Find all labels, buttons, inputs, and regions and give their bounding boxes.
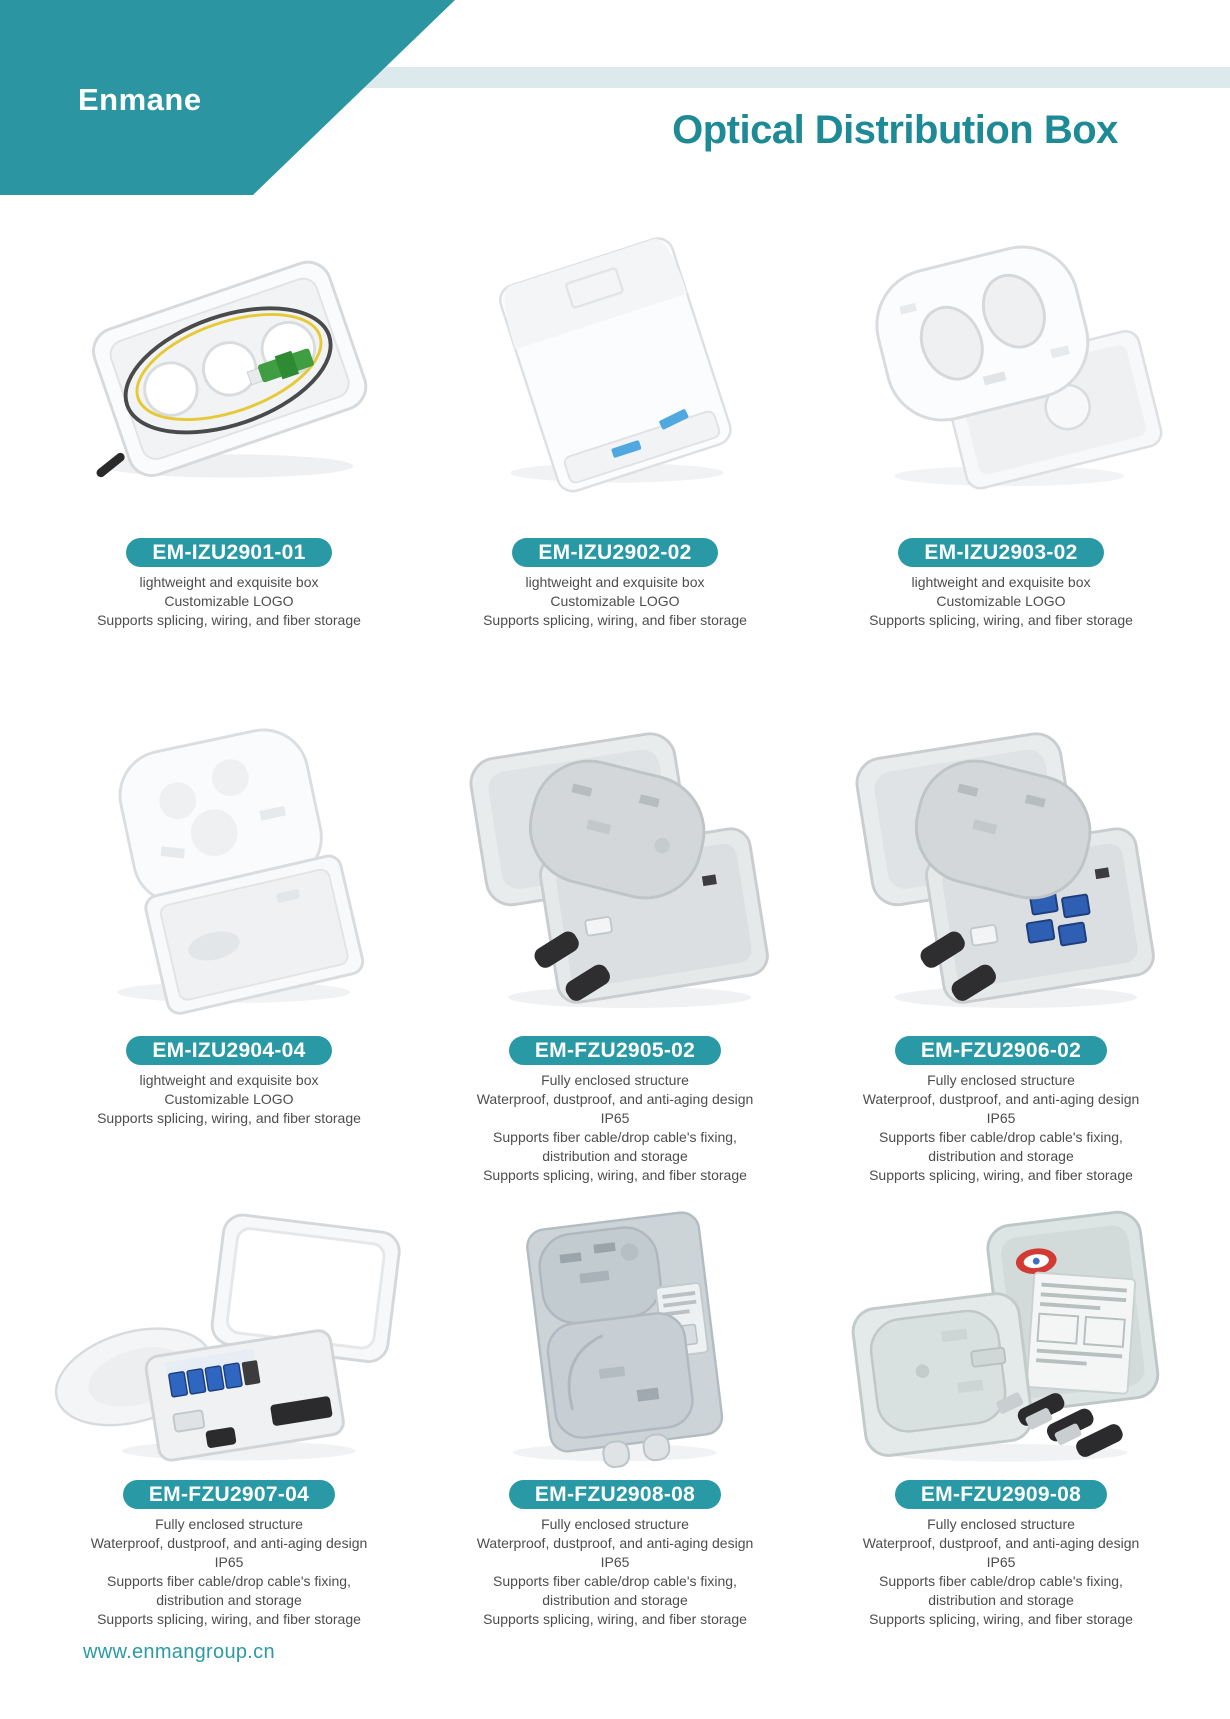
product-card: EM-IZU2901-01 lightweight and exquisite … [36, 195, 422, 699]
product-row-3: EM-FZU2907-04 Fully enclosed structure W… [0, 1197, 1230, 1641]
product-description: lightweight and exquisite box Customizab… [483, 574, 747, 628]
model-badge: EM-FZU2908-08 [508, 1480, 722, 1509]
product-description: lightweight and exquisite box Customizab… [97, 574, 361, 628]
page-title: Optical Distribution Box [672, 108, 1118, 152]
model-badge: EM-IZU2904-04 [126, 1036, 332, 1065]
product-description: lightweight and exquisite box Customizab… [869, 574, 1133, 628]
header-ribbon [289, 67, 1230, 88]
product-photo-em-izu2902-02 [422, 195, 808, 538]
product-description: Fully enclosed structure Waterproof, dus… [476, 1516, 754, 1627]
product-photo-em-izu2901-01 [36, 195, 422, 538]
product-card: EM-FZU2905-02 Fully enclosed structure W… [422, 699, 808, 1197]
page-header: Enmane Optical Distribution Box [0, 0, 1230, 195]
product-photo-em-fzu2906-02 [808, 699, 1194, 1036]
product-photo-em-fzu2907-04 [36, 1197, 422, 1480]
product-description: Fully enclosed structure Waterproof, dus… [476, 1072, 754, 1183]
model-badge: EM-IZU2903-02 [898, 538, 1104, 567]
model-badge: EM-FZU2909-08 [894, 1480, 1108, 1509]
product-card: EM-IZU2902-02 lightweight and exquisite … [422, 195, 808, 699]
product-description: Fully enclosed structure Waterproof, dus… [90, 1516, 368, 1627]
product-card: EM-FZU2908-08 Fully enclosed structure W… [422, 1197, 808, 1641]
product-photo-em-fzu2908-08 [422, 1197, 808, 1480]
product-card: EM-FZU2907-04 Fully enclosed structure W… [36, 1197, 422, 1641]
product-card: EM-IZU2904-04 lightweight and exquisite … [36, 699, 422, 1197]
product-description: Fully enclosed structure Waterproof, dus… [862, 1516, 1140, 1627]
product-row-1: EM-IZU2901-01 lightweight and exquisite … [0, 195, 1230, 699]
product-photo-em-fzu2909-08 [808, 1197, 1194, 1480]
product-photo-em-izu2903-02 [808, 195, 1194, 538]
model-badge: EM-IZU2901-01 [126, 538, 332, 567]
product-card: EM-FZU2906-02 Fully enclosed structure W… [808, 699, 1194, 1197]
product-row-2: EM-IZU2904-04 lightweight and exquisite … [0, 699, 1230, 1197]
product-description: Fully enclosed structure Waterproof, dus… [862, 1072, 1140, 1183]
product-description: lightweight and exquisite box Customizab… [97, 1072, 361, 1126]
footer-website-link[interactable]: www.enmangroup.cn [83, 1641, 275, 1663]
product-card: EM-FZU2909-08 Fully enclosed structure W… [808, 1197, 1194, 1641]
model-badge: EM-IZU2902-02 [512, 538, 718, 567]
brand-logo: Enmane [78, 82, 202, 117]
model-badge: EM-FZU2905-02 [508, 1036, 722, 1065]
model-badge: EM-FZU2907-04 [122, 1480, 336, 1509]
model-badge: EM-FZU2906-02 [894, 1036, 1108, 1065]
product-photo-em-fzu2905-02 [422, 699, 808, 1036]
product-photo-em-izu2904-04 [36, 699, 422, 1036]
product-card: EM-IZU2903-02 lightweight and exquisite … [808, 195, 1194, 699]
